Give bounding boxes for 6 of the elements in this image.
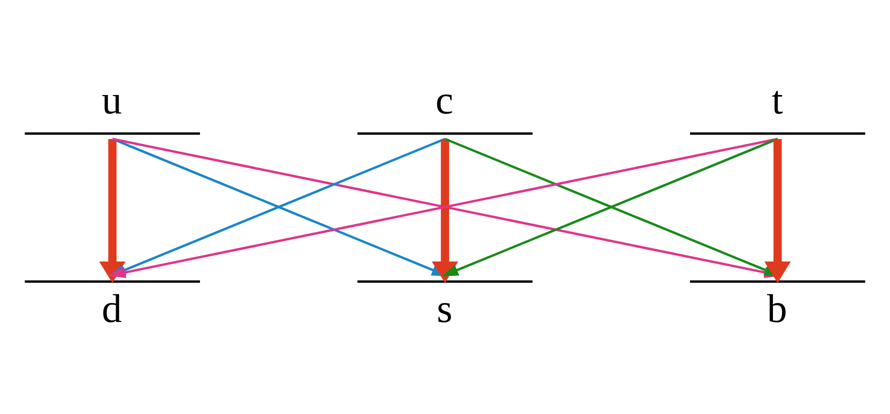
- node-text: c: [436, 78, 454, 123]
- node-text: d: [102, 286, 122, 332]
- node-text: t: [772, 78, 783, 123]
- node-text: u: [102, 78, 122, 123]
- node-text: b: [766, 286, 788, 332]
- node-text: s: [436, 286, 452, 332]
